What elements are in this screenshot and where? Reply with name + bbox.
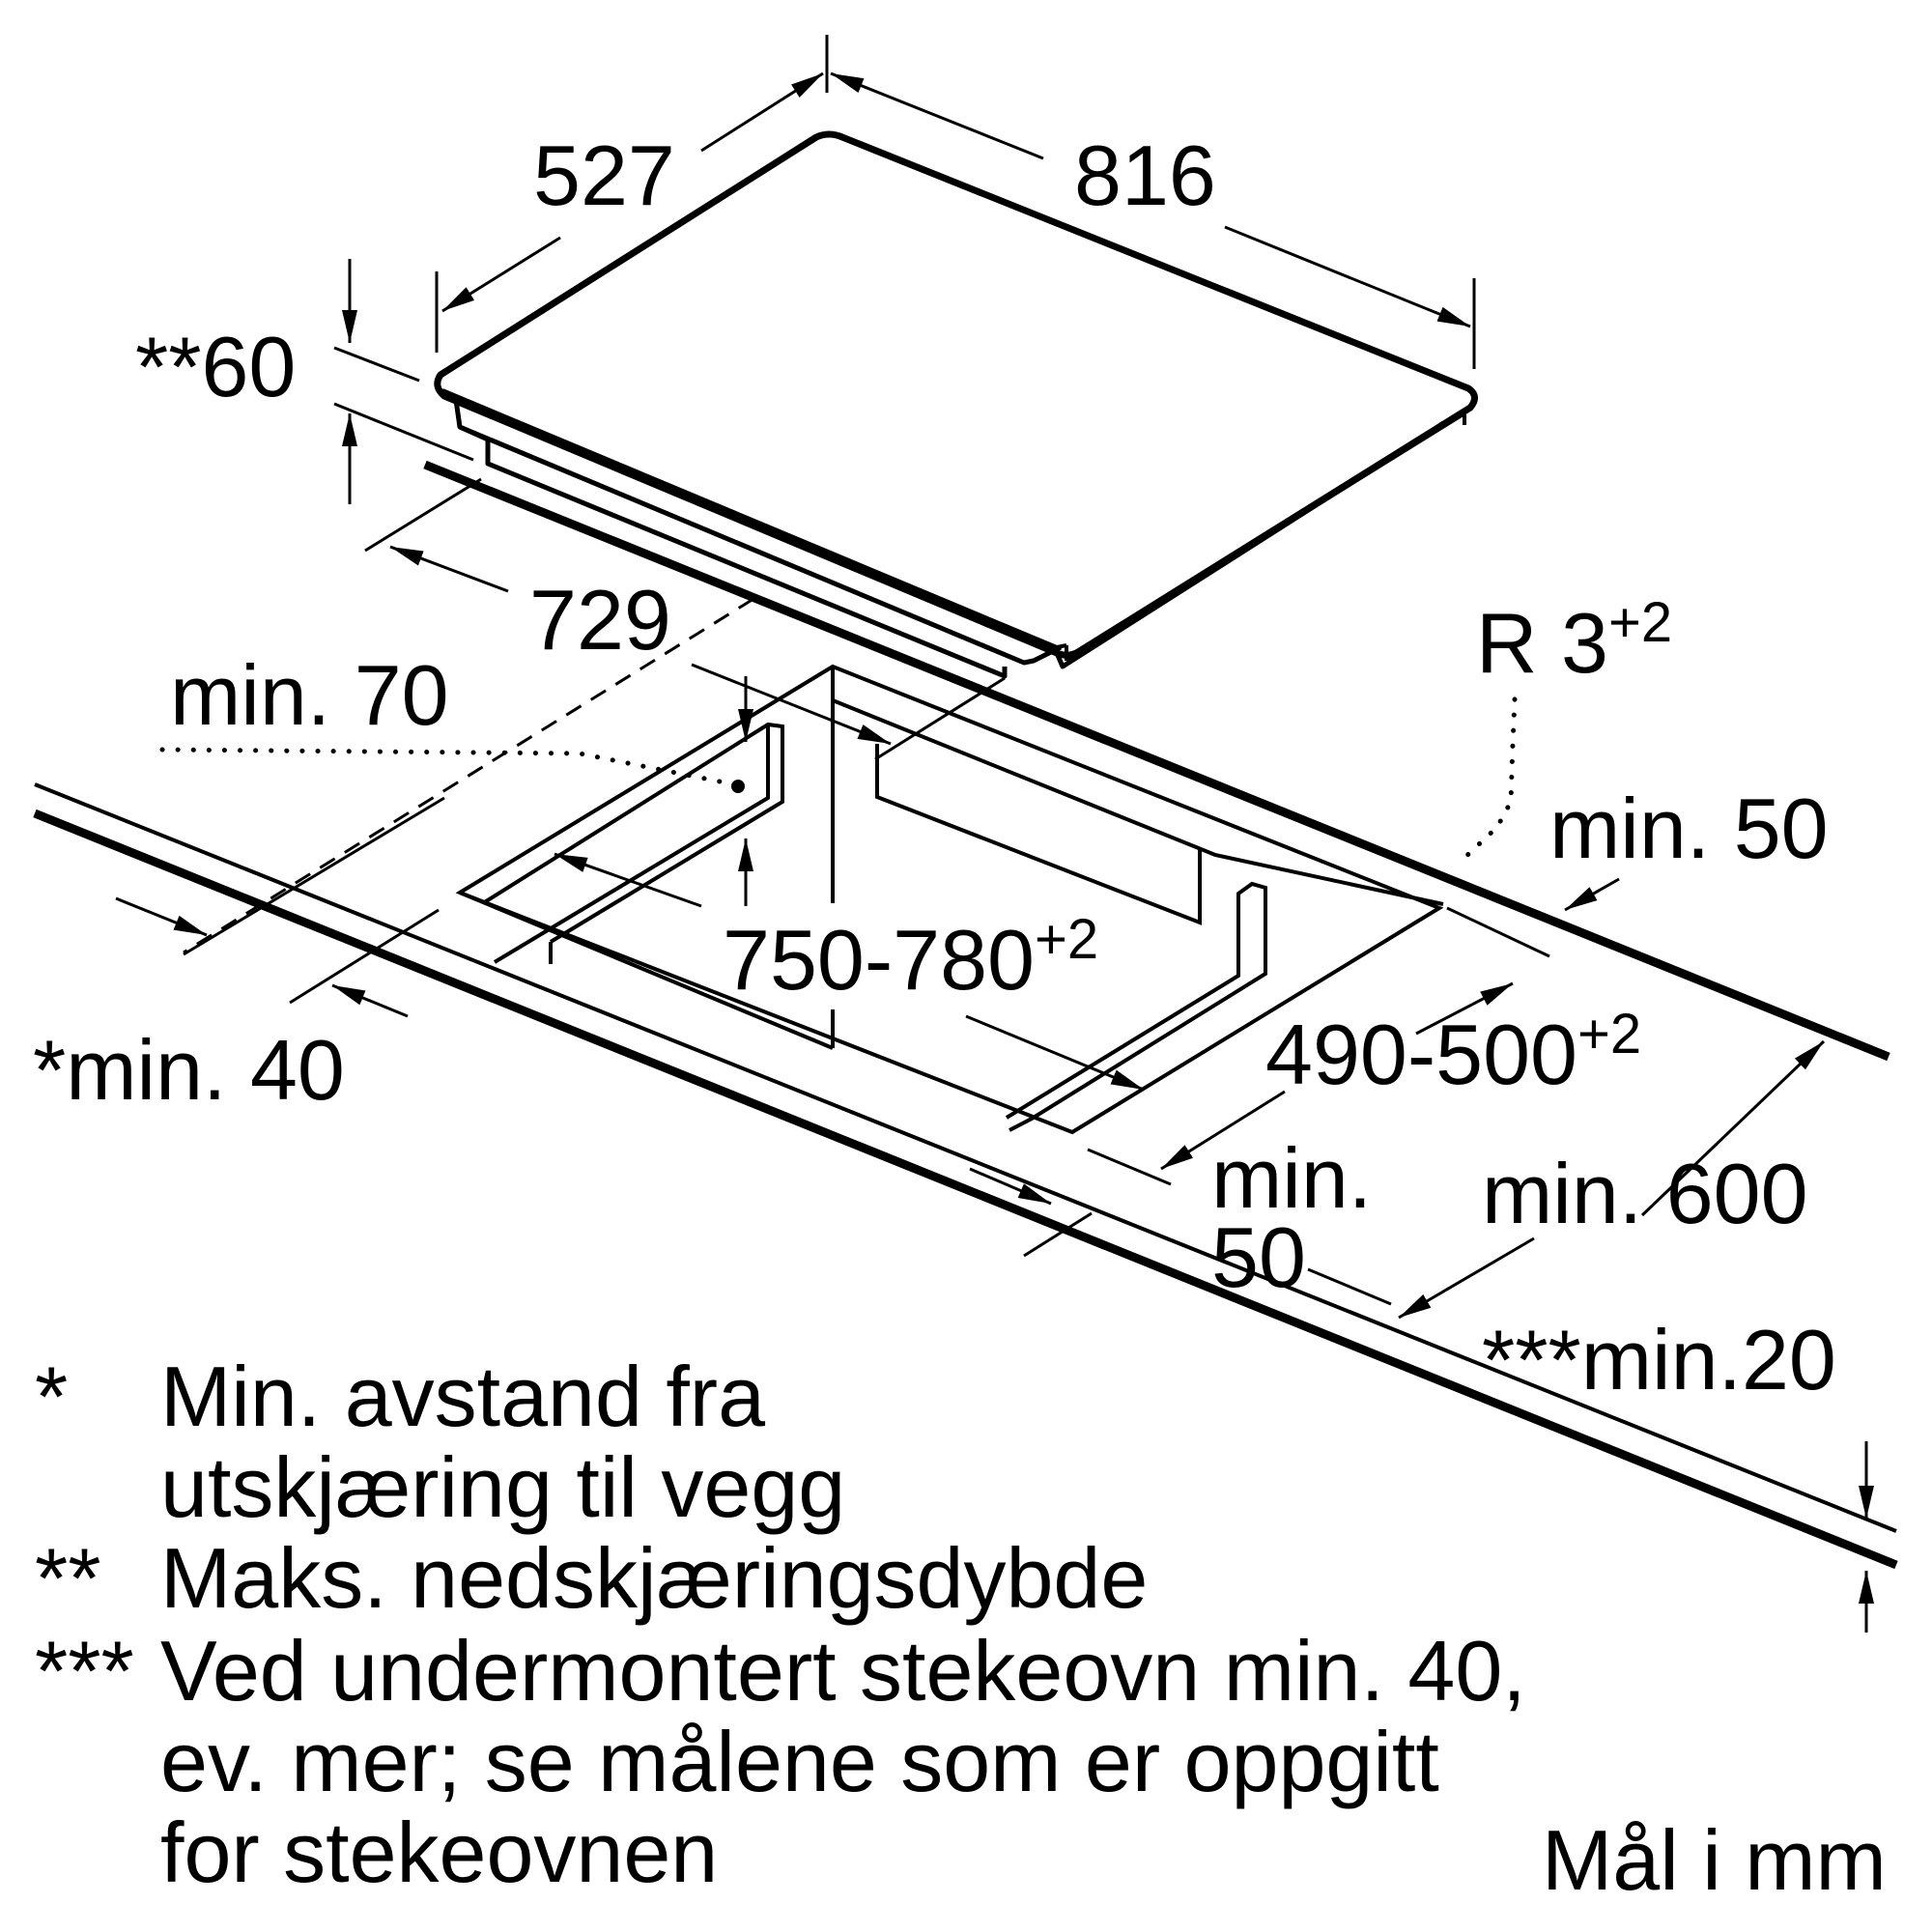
dim-490-lower: [1160, 1090, 1286, 1171]
footnote-1-line-2: utskjæring til vegg: [160, 1439, 846, 1535]
dim-hob-width: 816: [1074, 128, 1216, 223]
footnote-1-mark: *: [35, 1349, 69, 1444]
cutout-outline: [455, 664, 1444, 1135]
units-label: Mål i mm: [1542, 1812, 1887, 1908]
dim-750-right: [965, 1014, 1145, 1092]
dimension-lines: [115, 35, 1874, 1633]
dim-600-upper: [1640, 1039, 1826, 1217]
dim-729-left: [389, 545, 509, 593]
dim-816-left: [830, 71, 1044, 160]
dim-cutout-depth-value: 490-500: [1265, 1007, 1577, 1102]
dim-corner-radius-tolerance: +2: [1607, 591, 1673, 654]
hob-body: [453, 397, 1445, 669]
dim-cutout-depth-tolerance: +2: [1577, 1003, 1642, 1065]
cutout-inner-ledge-back: [875, 744, 1202, 925]
dim-490-upper: [1415, 981, 1514, 1036]
footnote-3-line-2: ev. mer; se målene som er oppgitt: [160, 1714, 1439, 1809]
dim-729-right: [691, 663, 892, 746]
cutout-right-ledge: [1005, 881, 1267, 1132]
dim-527-lower: [441, 236, 561, 313]
hob: [434, 130, 1478, 679]
dim-min-50-front-line1: min.: [1211, 1130, 1373, 1226]
dim-cutout-depth: 490-500+2: [1265, 1007, 1641, 1097]
min-70-leader: [159, 747, 737, 787]
dim-cutout-width-tolerance: +2: [1034, 908, 1099, 971]
footnote-3-line-1: Ved undermontert stekeovn min. 40,: [160, 1623, 1526, 1719]
worktop-front-bottom-edge: [33, 809, 1898, 1570]
dim-installation-depth: **60: [135, 319, 297, 414]
dim-hob-depth: 527: [533, 128, 675, 223]
worktop-depth-dash: [183, 597, 754, 954]
dim-hob-inner-width: 729: [529, 572, 671, 668]
dim-min-70: min. 70: [170, 647, 449, 743]
dim-cutout-width: 750-780+2: [723, 912, 1098, 1003]
cutout-left-ledge: [481, 722, 784, 964]
dim-527-upper: [700, 71, 824, 153]
reference-lines: [183, 597, 754, 954]
footnote-2: ** Maks. nedskjæringsdybde: [0, 1536, 1932, 1629]
dim-cutout-width-value: 750-780: [723, 912, 1035, 1008]
footnote-3-line-3: for stekeovnen: [160, 1804, 719, 1900]
cutout: [455, 664, 1444, 1135]
dim-600-lower: [1398, 1236, 1535, 1320]
footnote-2-mark: **: [35, 1530, 101, 1626]
footnote-2-line-1: Maks. nedskjæringsdybde: [160, 1530, 1149, 1626]
dim-min-600: min. 600: [1482, 1146, 1808, 1241]
cutout-left-lower: [459, 891, 834, 1050]
radius-leader: [1460, 696, 1518, 863]
dim-816-right: [1224, 225, 1471, 328]
dim-50-right: [1564, 877, 1620, 912]
dim-40-right: [331, 983, 409, 1018]
footnote-1: * Min. avstand fra utskjæring til vegg: [0, 1354, 1932, 1538]
dim-min-50-right: min. 50: [1549, 781, 1829, 876]
worktop-back-edge: [423, 460, 1890, 1062]
dim-corner-radius-value: R 3: [1476, 595, 1608, 691]
dim-worktop-thickness: ***min.20: [1482, 1312, 1836, 1407]
footnote-3: *** Ved undermontert stekeovn min. 40, e…: [0, 1629, 1932, 1901]
min-70-point: [731, 780, 745, 793]
dim-50-front: [969, 1167, 1052, 1206]
dim-40-left: [115, 896, 208, 937]
footnote-1-line-1: Min. avstand fra: [160, 1349, 766, 1444]
dim-corner-radius: R 3+2: [1476, 595, 1672, 686]
hob-underside: [458, 424, 1008, 679]
worktop-front-top-edge: [34, 782, 1897, 1533]
worktop: [33, 460, 1898, 1570]
dim-750-left: [554, 852, 702, 908]
footnote-3-mark: ***: [35, 1623, 134, 1719]
hob-top-outline: [434, 130, 1478, 659]
dotted-leaders: [159, 696, 1518, 863]
dim-min-50-front-line2: 50: [1211, 1209, 1306, 1305]
dim-min-40-wall: *min. 40: [33, 1022, 345, 1118]
